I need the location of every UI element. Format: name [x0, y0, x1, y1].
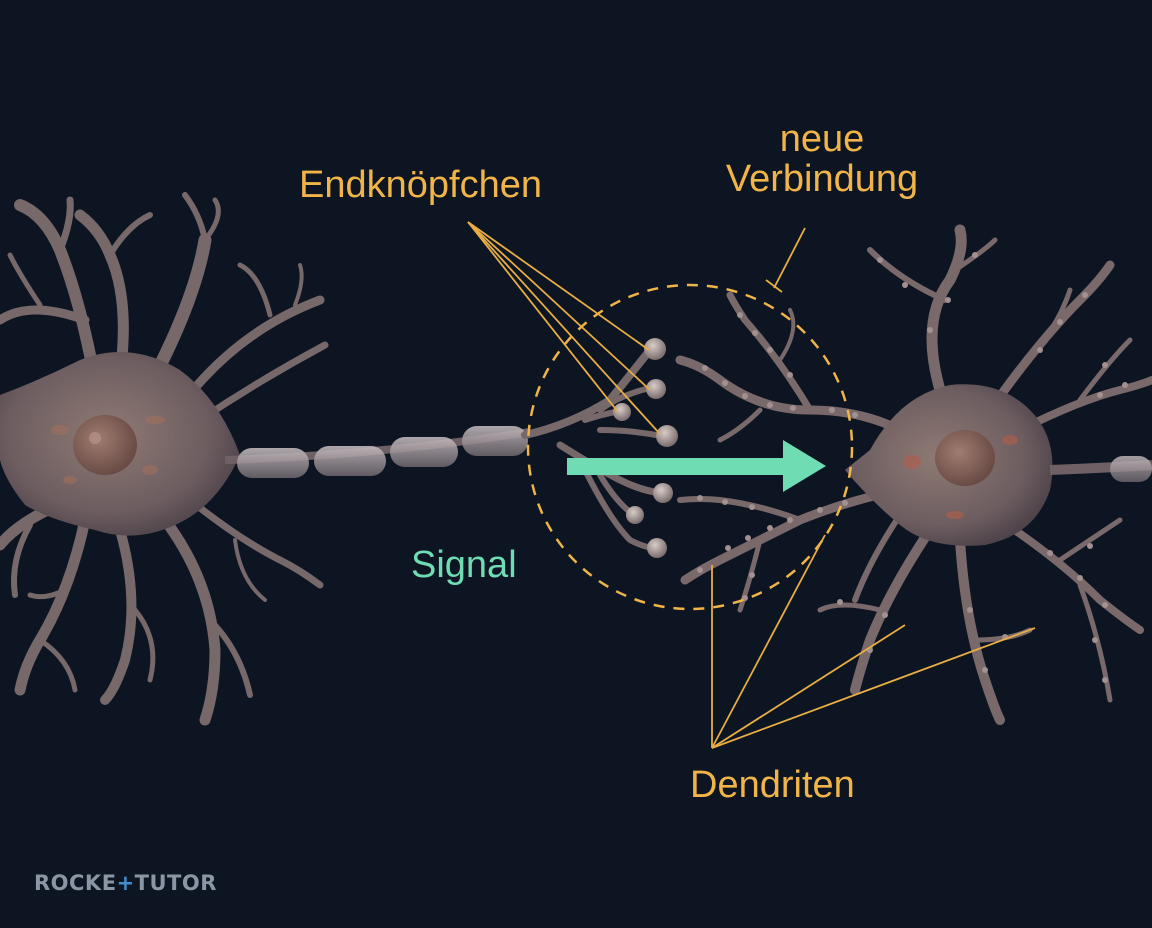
logo-text-part1: ROCKE: [34, 871, 117, 895]
terminal-buttons: [613, 338, 678, 558]
label-terminal-buttons: Endknöpfchen: [299, 164, 542, 206]
axon-terminal-branches: [521, 346, 665, 551]
left-nucleus: [73, 415, 137, 475]
logo-plus: +: [116, 871, 135, 895]
leader-lines: [467, 221, 1036, 749]
dendritic-spines: [697, 252, 1128, 683]
logo-text-part2: TUTOR: [134, 871, 217, 895]
label-new-connection-line2: Verbindung: [725, 157, 919, 200]
label-new-connection-line1: neue: [779, 118, 865, 160]
left-neuron-dendrites: [0, 192, 329, 726]
synapse-region-circle: [526, 283, 854, 611]
signal-arrow: [567, 440, 826, 492]
label-dendrites: Dendriten: [690, 764, 855, 806]
label-new-connection: neue Verbindung: [700, 118, 944, 200]
right-nucleus: [935, 430, 995, 486]
brand-logo: ROCKE+TUTOR: [34, 871, 217, 895]
label-signal: Signal: [411, 544, 517, 586]
myelin-sheath: [237, 426, 528, 478]
